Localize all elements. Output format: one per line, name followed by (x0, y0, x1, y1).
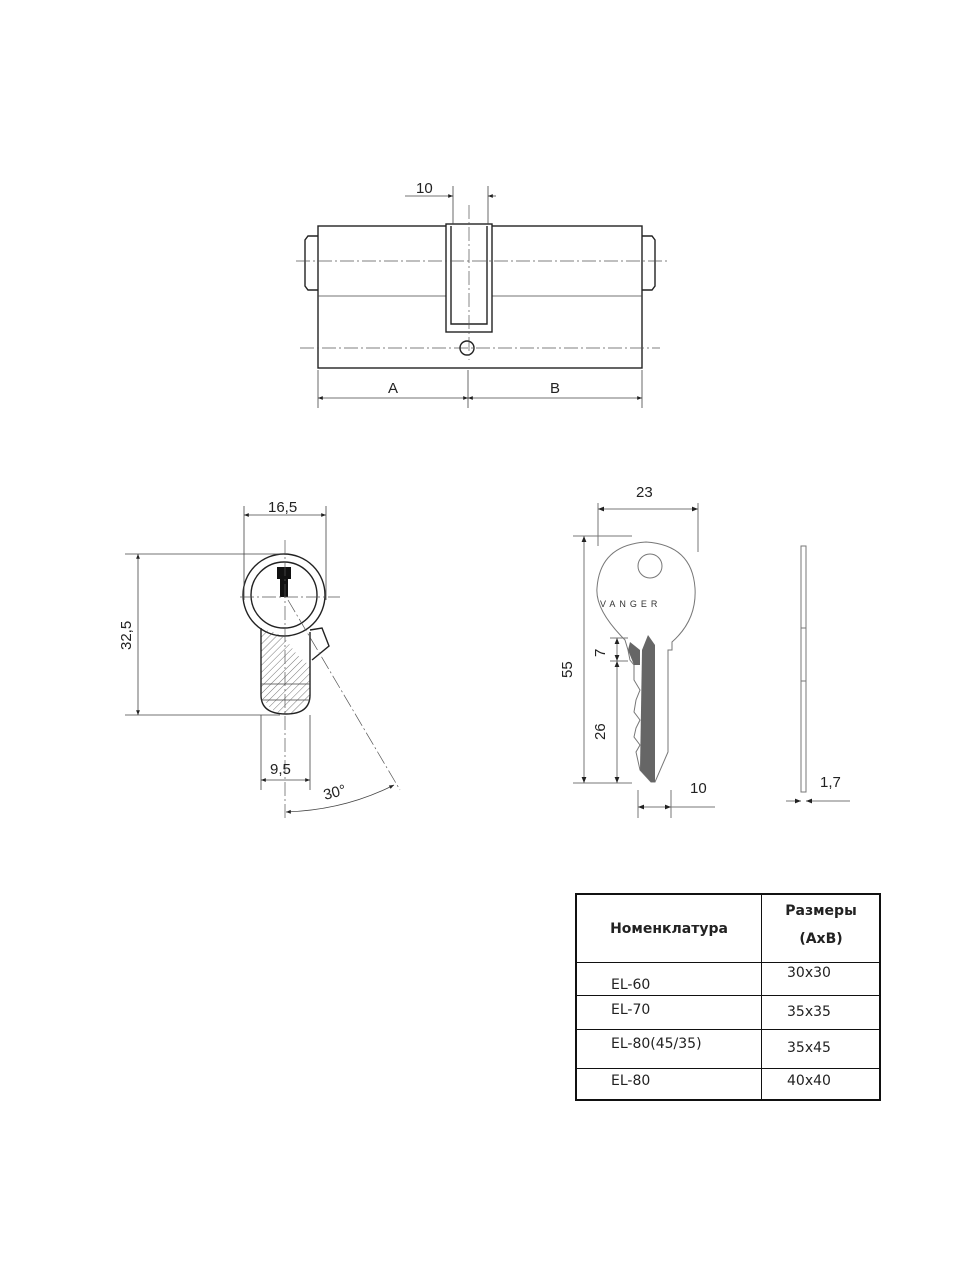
table-row: EL-80(45/35) 35x45 (577, 1029, 879, 1069)
header-sizes: Размеры (785, 903, 857, 919)
row-size: 35x45 (787, 1040, 831, 1056)
dim-slot-label: 10 (416, 180, 433, 197)
header-nomenclature: Номенклатура (610, 921, 728, 937)
dim-b-label: B (550, 380, 560, 397)
row-size: 30x30 (787, 965, 831, 981)
table-row: EL-80 40x40 (577, 1068, 879, 1102)
row-name: EL-80 (611, 1073, 651, 1089)
sizes-table: Номенклатура Размеры (AxB) EL-60 30x30 E… (575, 893, 881, 1101)
row-size: 40x40 (787, 1073, 831, 1089)
dim-width-label: 16,5 (268, 499, 297, 516)
dim-blade-width-label: 10 (690, 780, 707, 797)
row-size: 35x35 (787, 1004, 831, 1020)
dim-key-width-label: 23 (636, 484, 653, 501)
dim-shoulder-label: 7 (592, 649, 609, 657)
dim-thickness-label: 1,7 (820, 774, 841, 791)
dim-a-label: A (388, 380, 398, 397)
key-view: VANGER 23 55 7 26 10 1,7 (559, 484, 850, 818)
key-brand-logo: VANGER (600, 599, 661, 609)
dim-bottom-label: 9,5 (270, 761, 291, 778)
dim-height-label: 32,5 (118, 621, 135, 650)
header-axb: (AxB) (799, 931, 843, 947)
cylinder-top-view: 10 A B (296, 180, 668, 408)
dim-key-length-label: 55 (559, 661, 576, 678)
row-name: EL-80(45/35) (611, 1036, 702, 1052)
table-row: EL-60 30x30 (577, 962, 879, 996)
cylinder-profile-view: 16,5 32,5 9,5 30° (118, 499, 401, 820)
dim-blade-label: 26 (592, 723, 609, 740)
column-divider (761, 895, 762, 1099)
row-name: EL-60 (611, 977, 651, 993)
dim-angle-label: 30° (322, 782, 348, 804)
row-name: EL-70 (611, 1002, 651, 1018)
table-row: EL-70 35x35 (577, 995, 879, 1030)
